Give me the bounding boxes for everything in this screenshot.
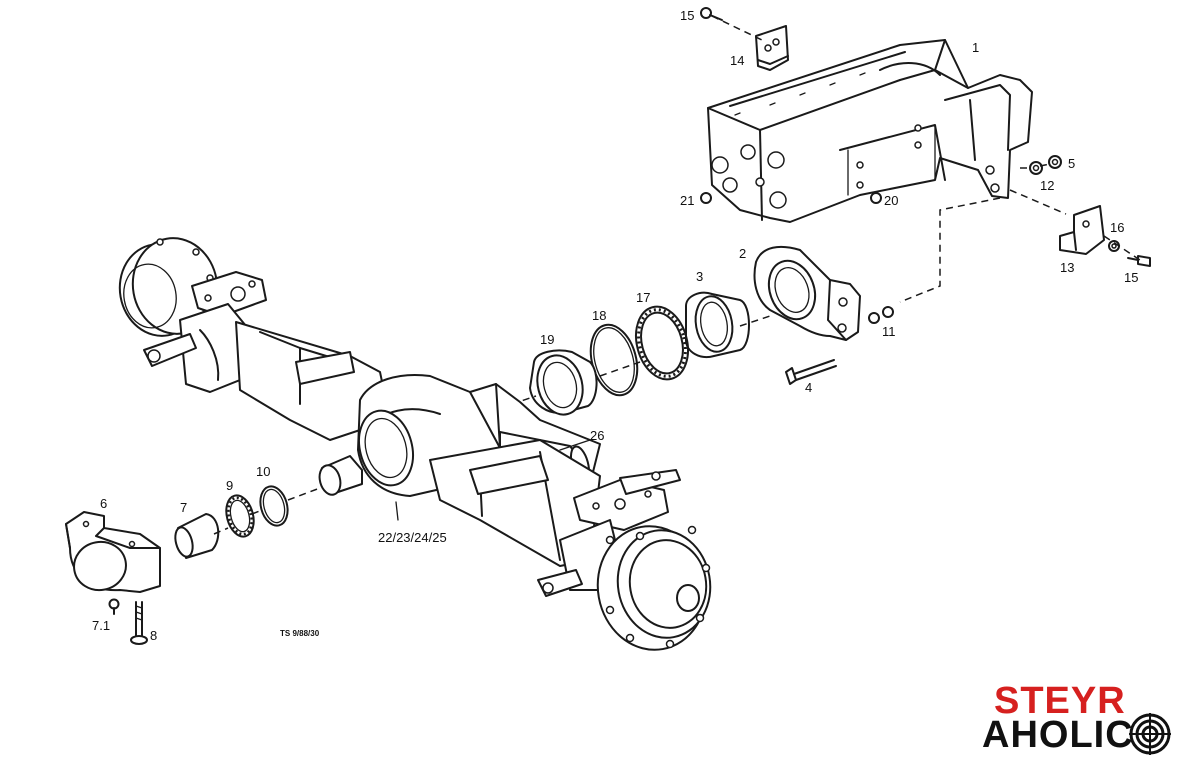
steyraholic-logo: STEYR AHOLIC bbox=[968, 672, 1178, 764]
callout-10: 10 bbox=[256, 464, 270, 479]
bolt-8 bbox=[130, 601, 148, 645]
logo-word-aholic: AHOLIC bbox=[982, 714, 1134, 756]
bolt-4 bbox=[785, 359, 837, 385]
callout-14: 14 bbox=[730, 53, 744, 68]
bolt-15-top bbox=[700, 7, 723, 21]
callout-9: 9 bbox=[226, 478, 233, 493]
front-axle-assembly bbox=[118, 237, 712, 651]
callout-22-25: 22/23/24/25 bbox=[378, 530, 447, 545]
callout-8: 8 bbox=[150, 628, 157, 643]
callout-17: 17 bbox=[636, 290, 650, 305]
callout-13: 13 bbox=[1060, 260, 1074, 275]
callout-16: 16 bbox=[1110, 220, 1124, 235]
callout-21: 21 bbox=[680, 193, 694, 208]
bolt-15-right bbox=[1127, 255, 1151, 267]
callout-15-right: 15 bbox=[1124, 270, 1138, 285]
callout-2: 2 bbox=[739, 246, 746, 261]
callout-20: 20 bbox=[884, 193, 898, 208]
callout-19: 19 bbox=[540, 332, 554, 347]
callout-4: 4 bbox=[805, 380, 812, 395]
bearing-housing-2 bbox=[753, 245, 861, 341]
plug-21 bbox=[700, 192, 712, 204]
logo-word-steyr: STEYR bbox=[994, 680, 1126, 722]
callout-12: 12 bbox=[1040, 178, 1054, 193]
rear-bracket-6 bbox=[65, 511, 161, 593]
callout-26: 26 bbox=[590, 428, 604, 443]
seal-ring-17 bbox=[635, 305, 689, 381]
washer-12 bbox=[1029, 161, 1043, 175]
nut-5 bbox=[1048, 155, 1062, 169]
plug-20 bbox=[870, 192, 882, 204]
bush-19 bbox=[529, 349, 598, 416]
bracket-plate-13 bbox=[1059, 205, 1105, 255]
callout-1: 1 bbox=[972, 40, 979, 55]
bearing-sleeve-3 bbox=[685, 291, 750, 358]
nut-11 bbox=[868, 306, 894, 324]
callout-15-top: 15 bbox=[680, 8, 694, 23]
callout-3: 3 bbox=[696, 269, 703, 284]
bushing-7 bbox=[174, 513, 220, 559]
axle-carrier-housing bbox=[707, 39, 1033, 223]
seal-ring-9 bbox=[225, 494, 255, 538]
callout-11: 11 bbox=[882, 324, 896, 339]
callout-5: 5 bbox=[1068, 156, 1075, 171]
drawing-number: TS 9/88/30 bbox=[280, 629, 320, 638]
callout-7: 7 bbox=[180, 500, 187, 515]
callout-6: 6 bbox=[100, 496, 107, 511]
callout-7-1: 7.1 bbox=[92, 618, 110, 633]
washer-16 bbox=[1108, 240, 1120, 252]
grease-nipple-7-1 bbox=[108, 598, 120, 615]
bracket-plate-14 bbox=[755, 25, 789, 71]
crosshair-target-icon bbox=[1129, 713, 1171, 755]
callout-18: 18 bbox=[592, 308, 606, 323]
o-ring-10 bbox=[259, 485, 289, 527]
